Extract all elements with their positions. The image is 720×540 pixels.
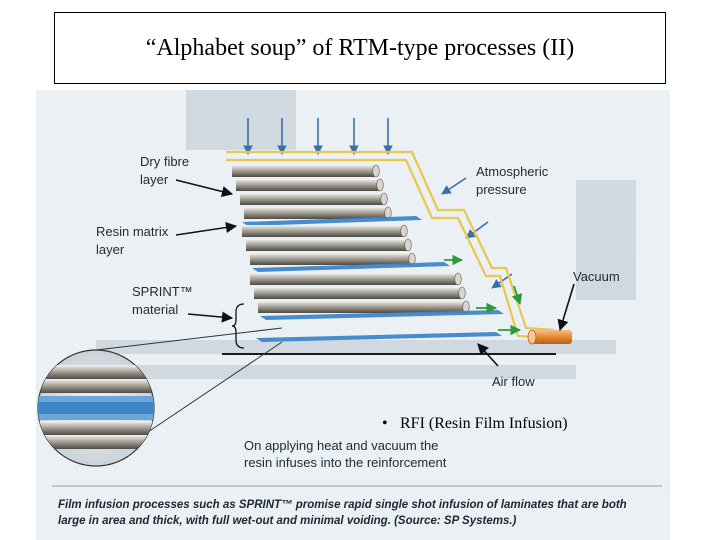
label-sprint-2: material	[132, 302, 178, 317]
resin-film	[260, 310, 504, 320]
fibre-tow	[258, 301, 466, 313]
caption-line-1: Film infusion processes such as SPRINT™ …	[58, 499, 627, 511]
zoom-fibre-tow	[38, 421, 154, 435]
fibre-tow-end	[380, 192, 388, 206]
fibre-tow	[244, 207, 388, 219]
background-texture	[96, 90, 636, 379]
resin-film	[256, 332, 502, 342]
fibre-tow	[246, 239, 408, 251]
fibre-tow	[232, 165, 376, 177]
label-resin-matrix-1: Resin matrix	[96, 224, 169, 239]
bullet-text: RFI (Resin Film Infusion)	[400, 415, 568, 432]
fibre-tow	[250, 253, 412, 265]
label-atmospheric-1: Atmospheric	[476, 164, 549, 179]
fibre-tow-end	[372, 164, 380, 178]
fibre-tow-end	[454, 272, 462, 286]
label-dry-fibre-2: layer	[140, 172, 169, 187]
fibre-tow-end	[376, 178, 384, 192]
resin-film	[242, 216, 422, 226]
fibre-tow-end	[404, 238, 412, 252]
resin-film	[252, 262, 450, 272]
label-arrows	[175, 179, 575, 367]
air-flow-arrows	[444, 254, 523, 336]
label-sprint-1: SPRINT™	[132, 284, 193, 299]
fibre-tow	[250, 273, 458, 285]
zoom-fibre-tow	[38, 435, 154, 449]
bullet-marker: •	[382, 415, 388, 432]
zoom-resin-core	[38, 402, 154, 414]
caption-line-2: large in area and thick, with full wet-o…	[58, 515, 517, 527]
label-resin-matrix-2: layer	[96, 242, 125, 257]
label-heat-1: On applying heat and vacuum the	[244, 438, 438, 453]
fibre-tow-end	[458, 286, 466, 300]
fibre-tow	[254, 287, 462, 299]
zoom-fibre-tow	[38, 365, 154, 379]
title-box: “Alphabet soup” of RTM-type processes (I…	[54, 12, 666, 84]
rfi-process-figure: Dry fibre layer Resin matrix layer SPRIN…	[36, 90, 670, 540]
label-dry-fibre-1: Dry fibre	[140, 154, 189, 169]
fibre-tow	[240, 193, 384, 205]
label-atmospheric-2: pressure	[476, 182, 527, 197]
label-heat-2: resin infuses into the reinforcement	[244, 455, 447, 470]
fibre-tow-end	[400, 224, 408, 238]
slide-title: “Alphabet soup” of RTM-type processes (I…	[145, 34, 575, 61]
laminate-stack	[232, 164, 504, 342]
figure-illustration: Dry fibre layer Resin matrix layer SPRIN…	[37, 90, 662, 527]
fibre-tow	[236, 179, 380, 191]
label-vacuum: Vacuum	[573, 269, 620, 284]
fibre-tow	[242, 225, 404, 237]
vacuum-pipe	[527, 329, 572, 345]
label-air-flow: Air flow	[492, 374, 535, 389]
zoom-detail	[37, 327, 283, 467]
zoom-fibre-tow	[38, 379, 154, 393]
